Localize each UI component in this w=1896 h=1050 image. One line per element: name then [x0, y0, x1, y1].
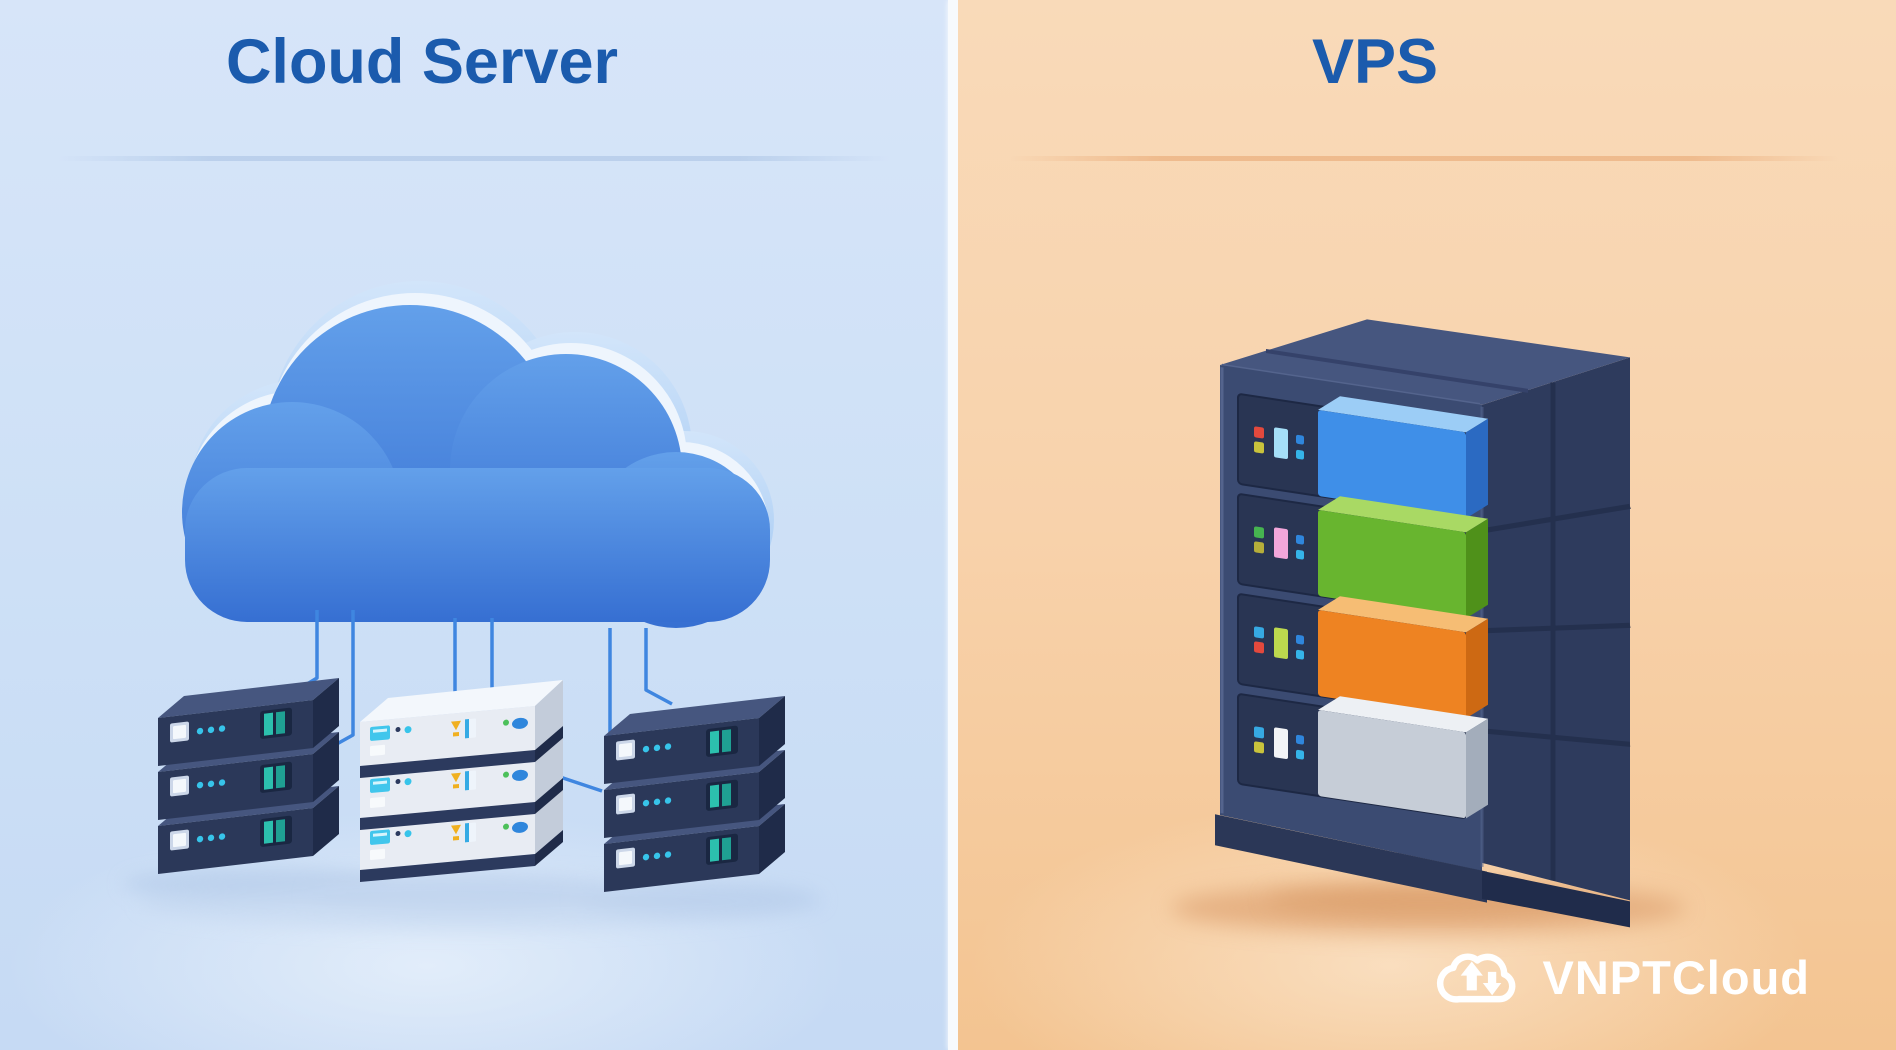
cloud-icon [182, 281, 774, 628]
vps-tower-icon [1215, 319, 1631, 928]
vps-panel: VPS [958, 0, 1896, 1050]
right-title-rule [1010, 156, 1838, 161]
bay-led-cluster-4 [1254, 726, 1304, 760]
server-stack-icon-right [604, 696, 785, 892]
bay-led-cluster-2 [1254, 526, 1304, 560]
cloud-server-illustration [123, 281, 822, 930]
vps-illustration [1170, 319, 1686, 934]
drive-blue [1318, 396, 1488, 519]
server-stack-icon-middle [360, 680, 563, 882]
server-stack-icon-left [158, 678, 339, 874]
cloud-server-panel: Cloud Server [0, 0, 948, 1050]
panel-divider [948, 0, 958, 1050]
drive-green [1318, 496, 1488, 619]
bay-led-cluster-3 [1254, 626, 1304, 660]
vps-title: VPS [1311, 27, 1439, 97]
drive-orange [1318, 596, 1488, 719]
cloud-server-title: Cloud Server [225, 27, 619, 97]
left-title-rule [58, 156, 890, 161]
logo-cloud-icon [1436, 953, 1515, 1003]
logo-text: VNPTCloud [1542, 950, 1810, 1004]
drive-silver [1318, 696, 1488, 819]
vnpt-cloud-logo: VNPTCloud [1433, 944, 1810, 1010]
bay-led-cluster-1 [1254, 426, 1304, 460]
